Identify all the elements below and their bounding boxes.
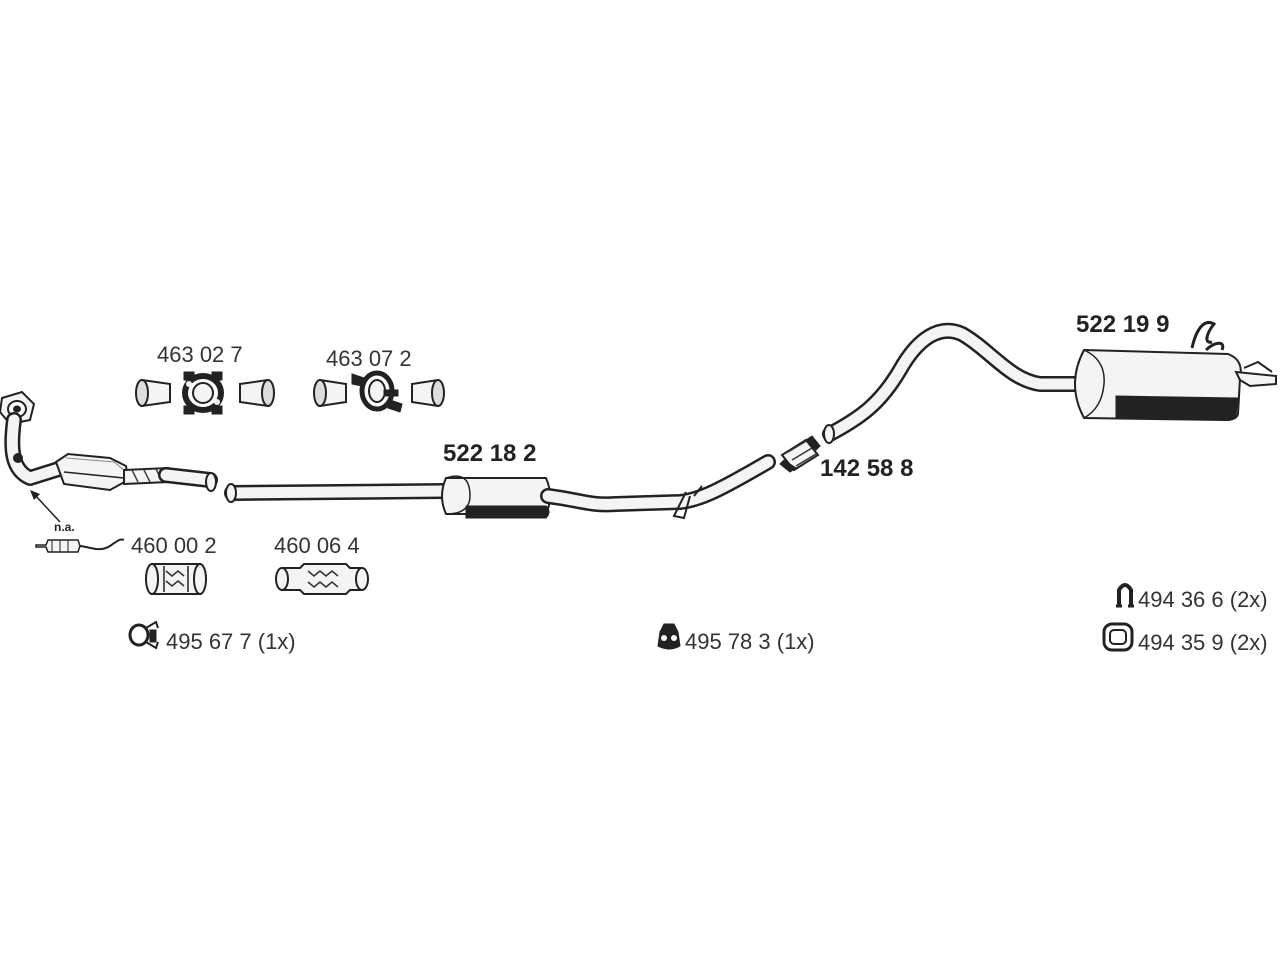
clamp-1x-label: 495 67 7 (1x) bbox=[166, 629, 296, 654]
flex-pipe-460-00-2-label: 460 00 2 bbox=[131, 533, 217, 558]
rubber-mount-icon bbox=[657, 623, 681, 650]
middle-silencer-522-18-2-label: 522 18 2 bbox=[443, 440, 536, 467]
hook-mount-label: 494 36 6 (2x) bbox=[1138, 587, 1268, 612]
clamp-set-463-02-7: 463 02 7 bbox=[135, 342, 275, 415]
connector-142-58-8: 142 58 8 bbox=[779, 435, 913, 482]
legend-ring: 494 35 9 (2x) bbox=[1102, 622, 1268, 655]
not-available-arrow: n.a. bbox=[30, 490, 75, 534]
clamp-set-463-07-2-label: 463 07 2 bbox=[326, 346, 412, 371]
legend-hook: 494 36 6 (2x) bbox=[1116, 583, 1268, 612]
legend-rubber-mount: 495 78 3 (1x) bbox=[657, 623, 815, 654]
clamp-icon bbox=[351, 370, 403, 413]
clamp-icon bbox=[182, 371, 224, 415]
clamp-set-463-02-7-label: 463 02 7 bbox=[157, 342, 243, 367]
clamp-set-463-07-2: 463 07 2 bbox=[313, 346, 445, 413]
flex-pipe-460-06-4-label: 460 06 4 bbox=[274, 533, 360, 558]
ring-mount-label: 494 35 9 (2x) bbox=[1138, 630, 1268, 655]
rubber-mount-1x-label: 495 78 3 (1x) bbox=[685, 629, 815, 654]
middle-silencer-522-18-2: 522 18 2 bbox=[224, 440, 776, 520]
hook-icon bbox=[1116, 583, 1134, 608]
not-available-label: n.a. bbox=[54, 520, 75, 534]
flex-pipe-460-00-2: 460 00 2 bbox=[131, 533, 217, 595]
connector-142-58-8-label: 142 58 8 bbox=[820, 455, 913, 482]
flex-pipe-460-06-4: 460 06 4 bbox=[274, 533, 369, 595]
rear-silencer-522-19-9: 522 19 9 bbox=[822, 311, 1277, 444]
legend-clamp: 495 67 7 (1x) bbox=[128, 620, 296, 654]
clamp-icon bbox=[128, 620, 159, 650]
rear-silencer-522-19-9-label: 522 19 9 bbox=[1076, 311, 1169, 338]
front-pipe-catalytic-converter bbox=[0, 390, 218, 492]
lambda-sensor bbox=[35, 538, 125, 553]
ring-icon bbox=[1102, 622, 1134, 652]
